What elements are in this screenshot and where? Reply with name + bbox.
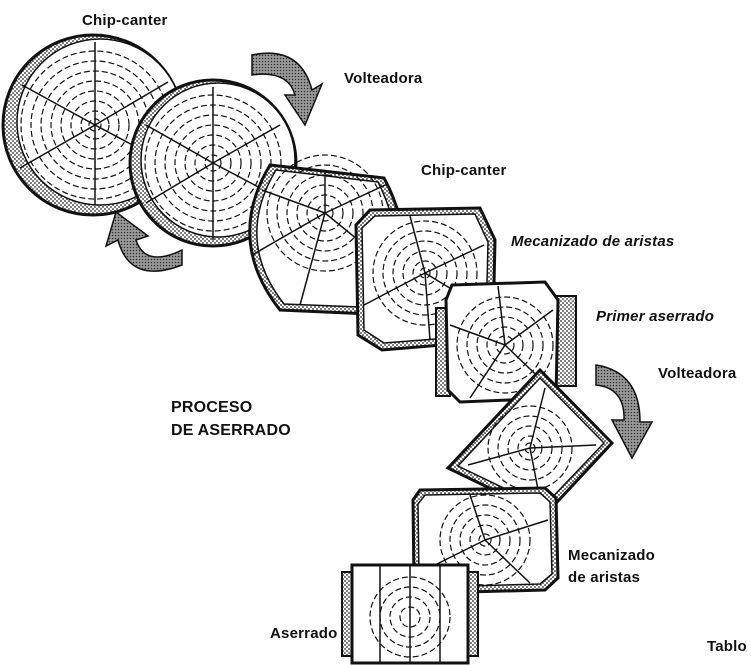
step-label-chip-canter-1: Chip-canter [82,10,168,31]
step-label-mecanizado-aristas-2-line2: de aristas [568,567,640,588]
step-label-volteadora-2: Volteadora [658,363,736,384]
step-label-aserrado: Aserrado [270,623,337,644]
cropped-text: Tablo [707,636,747,657]
step-label-chip-canter-2: Chip-canter [421,160,507,181]
step-label-volteadora-1: Volteadora [344,68,422,89]
diagram-title-line2: DE ASERRADO [171,420,291,442]
cant-sawn-boards [342,565,478,663]
step-label-primer-aserrado: Primer aserrado [596,306,714,327]
step-label-mecanizado-aristas-2-line1: Mecanizado [568,545,655,566]
diagram-title-line1: PROCESO [171,397,252,419]
step-label-mecanizado-aristas-1: Mecanizado de aristas [511,231,674,252]
